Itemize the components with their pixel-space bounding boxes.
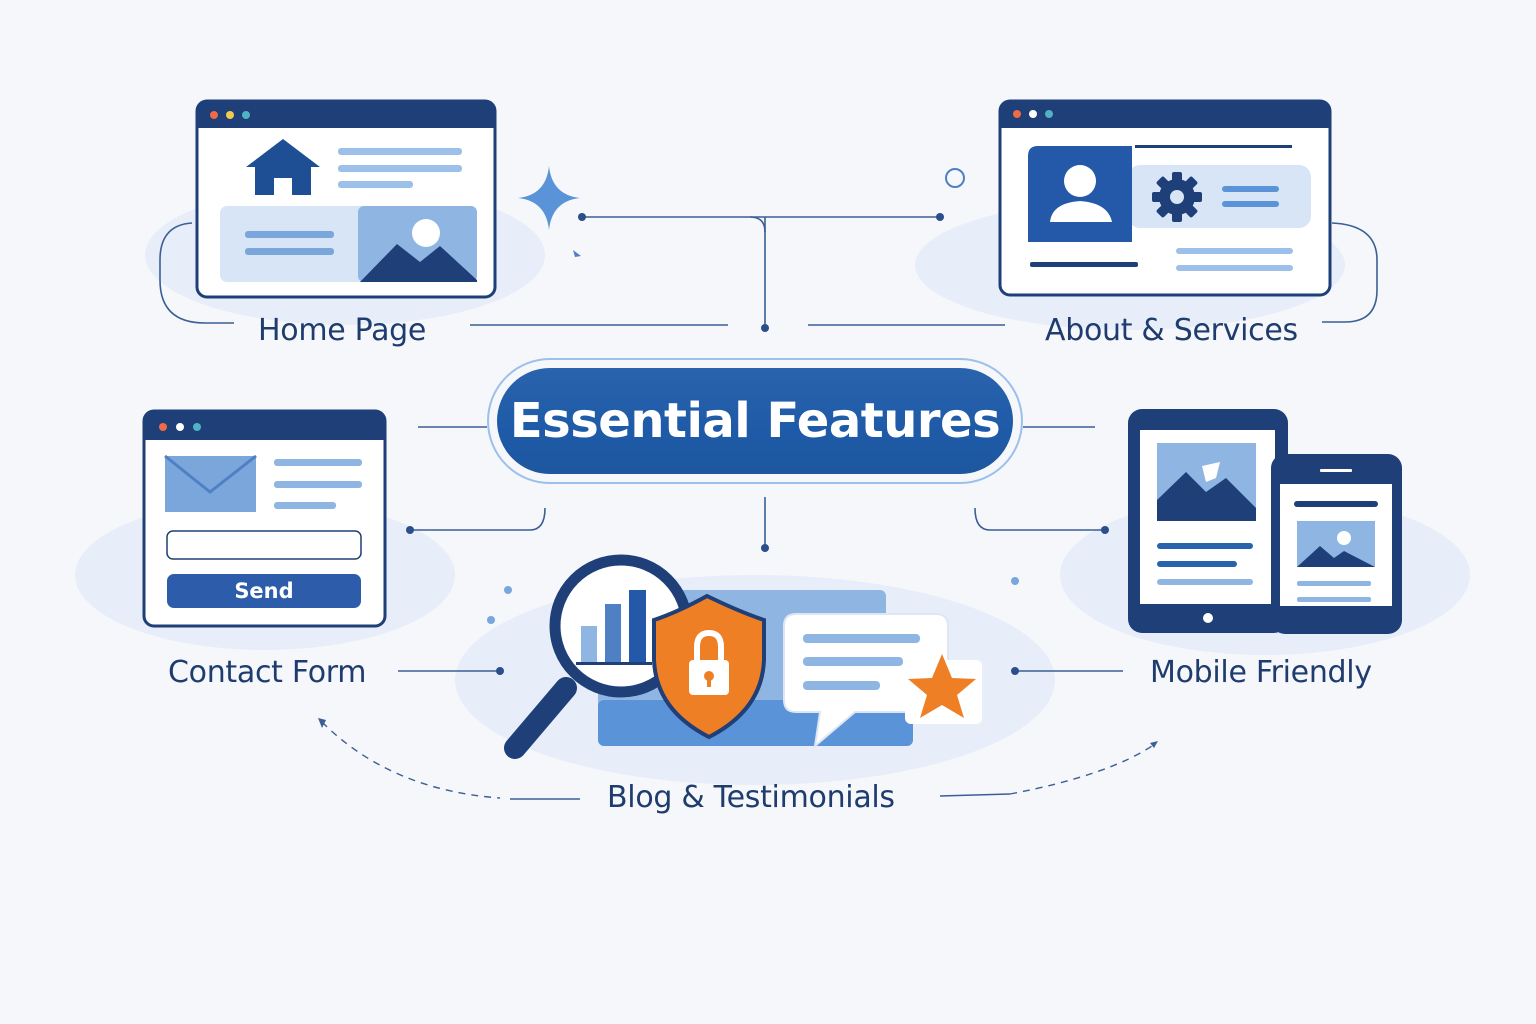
bar-chart-icon: [576, 590, 652, 665]
about-services-window: [998, 99, 1332, 297]
connector-lines: [159, 216, 1378, 800]
feature-label-home: Home Page: [258, 313, 427, 348]
image-icon: [358, 206, 477, 282]
home-page-window: [195, 99, 497, 299]
center-title-pill: Essential Features: [487, 358, 1023, 484]
feature-label-mobile: Mobile Friendly: [1150, 655, 1372, 690]
center-title-fill: Essential Features: [497, 368, 1013, 474]
tablet-icon: [1128, 409, 1288, 633]
feature-label-contact: Contact Form: [168, 655, 367, 690]
contact-form-window: [142, 409, 387, 628]
dashed-arcs: [321, 721, 1156, 799]
arrow-tip-sparkle: [573, 250, 581, 257]
decor-dots: [487, 577, 1019, 624]
sparkle-icon: [518, 166, 580, 230]
send-button[interactable]: Send: [167, 574, 361, 608]
chat-bubble-icon: [783, 613, 949, 749]
blog-cluster: [504, 554, 982, 759]
arrow-tip-left: [318, 718, 326, 728]
ring-decoration: [945, 168, 965, 188]
shield-lock-icon: [652, 593, 766, 740]
arrow-tip-right: [1150, 741, 1158, 748]
feature-label-about: About & Services: [1045, 313, 1298, 348]
star-icon: [908, 654, 976, 718]
user-icon: [1028, 146, 1132, 242]
feature-label-blog: Blog & Testimonials: [607, 780, 895, 815]
connector-dots: [406, 213, 1109, 675]
phone-icon: [1271, 454, 1402, 634]
mail-icon: [164, 454, 257, 512]
contact-input-field: [166, 530, 362, 560]
gear-icon: [1152, 172, 1202, 222]
home-icon: [246, 139, 320, 195]
center-title: Essential Features: [509, 393, 1001, 449]
